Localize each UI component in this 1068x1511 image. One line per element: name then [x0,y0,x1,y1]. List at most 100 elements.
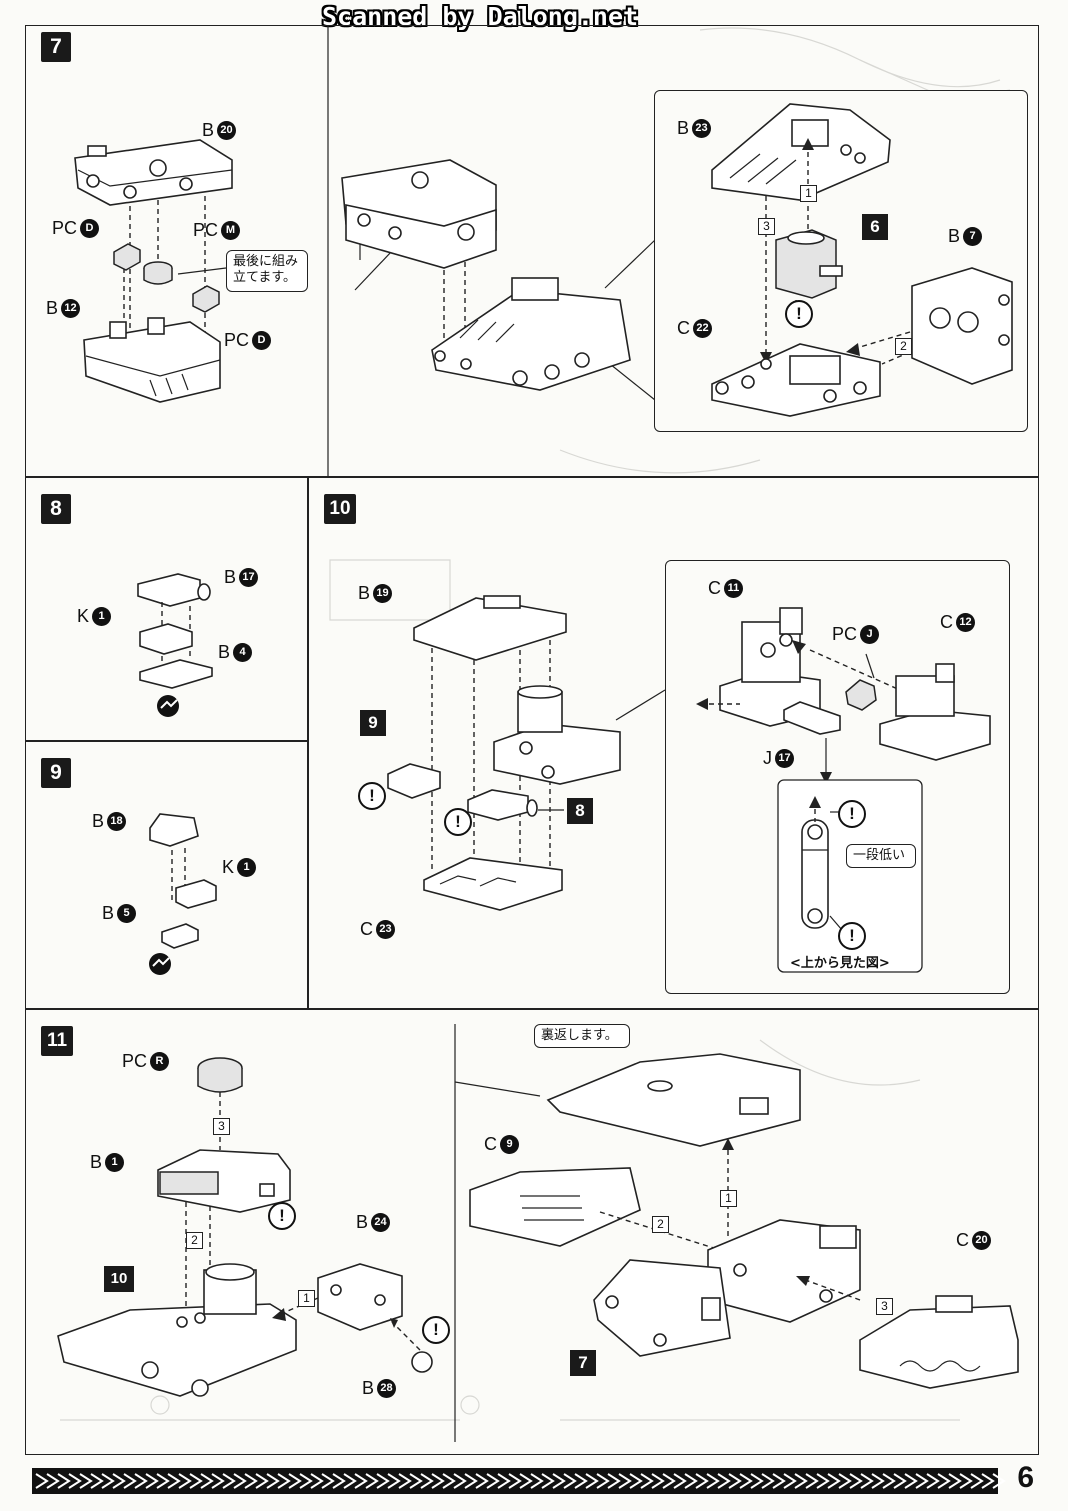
step-7-badge: 7 [41,32,71,62]
footer-chevron [255,1473,280,1489]
footer-chevron [717,1473,742,1489]
seq-marker-1-right: 1 [720,1190,737,1207]
footer-chevron [805,1473,830,1489]
ref-part-9: 9 [360,710,386,736]
footer-chevron [365,1473,390,1489]
warning-icon-part9: ! [358,782,386,810]
footer-chevron [849,1473,874,1489]
footer-chevron [563,1473,588,1489]
seq-marker-3-left: 3 [213,1118,230,1135]
footer-chevron [915,1473,940,1489]
seq-marker-1-left: 1 [298,1290,315,1307]
seq-marker-2-left: 2 [186,1232,203,1249]
footer-chevron [893,1473,918,1489]
footer-chevron [607,1473,632,1489]
step-10-badge: 10 [324,494,356,524]
footer-chevron [233,1473,258,1489]
warning-icon-topview-lower: ! [838,922,866,950]
footer-chevron [541,1473,566,1489]
assemble-last-note: 最後に組み 立てます。 [226,250,308,292]
footer-chevron [387,1473,412,1489]
footer-chevron [189,1473,214,1489]
seq-marker-2: 2 [895,338,912,355]
warning-icon-b28: ! [422,1316,450,1344]
footer-chevron [761,1473,786,1489]
seq-marker-1: 1 [800,185,817,202]
footer-chevron [453,1473,478,1489]
seq-marker-2-right: 2 [652,1216,669,1233]
step-9-panel [25,741,308,1009]
footer-chevron [79,1473,104,1489]
one-step-lower-note: 一段低い [846,844,916,868]
footer-chevron [783,1473,808,1489]
step-7-panel [25,25,1039,477]
ref-part-6: 6 [862,214,888,240]
footer-chevron [211,1473,236,1489]
footer-chevron [343,1473,368,1489]
footer-chevron [145,1473,170,1489]
footer-chevron [277,1473,302,1489]
footer-chevron [673,1473,698,1489]
step-8-panel [25,477,308,741]
flip-over-note: 裏返します。 [534,1024,630,1048]
footer-chevron [35,1473,60,1489]
footer-chevron [123,1473,148,1489]
step-10-panel [308,477,1039,1009]
footer-chevron [101,1473,126,1489]
ref-part-10: 10 [104,1266,134,1292]
footer-chevron [167,1473,192,1489]
footer-chevron [497,1473,522,1489]
step-11-panel [25,1009,1039,1455]
footer-chevron [981,1473,1006,1489]
seq-marker-3: 3 [758,218,775,235]
ref-part-7: 7 [570,1350,596,1376]
footer-chevron [937,1473,962,1489]
footer-chevron [827,1473,852,1489]
footer-chevron [57,1473,82,1489]
footer-chevron [629,1473,654,1489]
footer-chevron [871,1473,896,1489]
footer-chevron [321,1473,346,1489]
step-8-badge: 8 [41,494,71,524]
warning-icon-topview-upper: ! [838,800,866,828]
footer-chevron [431,1473,456,1489]
scan-watermark: Scanned by Dalong.net [322,2,639,31]
footer-chevron [519,1473,544,1489]
warning-icon-part8: ! [444,808,472,836]
footer-chevron [585,1473,610,1489]
top-view-caption: <上から見た図> [790,956,890,971]
footer-chevron [299,1473,324,1489]
seq-marker-3-right: 3 [876,1298,893,1315]
page-number: 6 [1017,1461,1034,1494]
step-11-badge: 11 [41,1026,73,1056]
warning-icon-step7: ! [785,300,813,328]
footer-chevron [651,1473,676,1489]
